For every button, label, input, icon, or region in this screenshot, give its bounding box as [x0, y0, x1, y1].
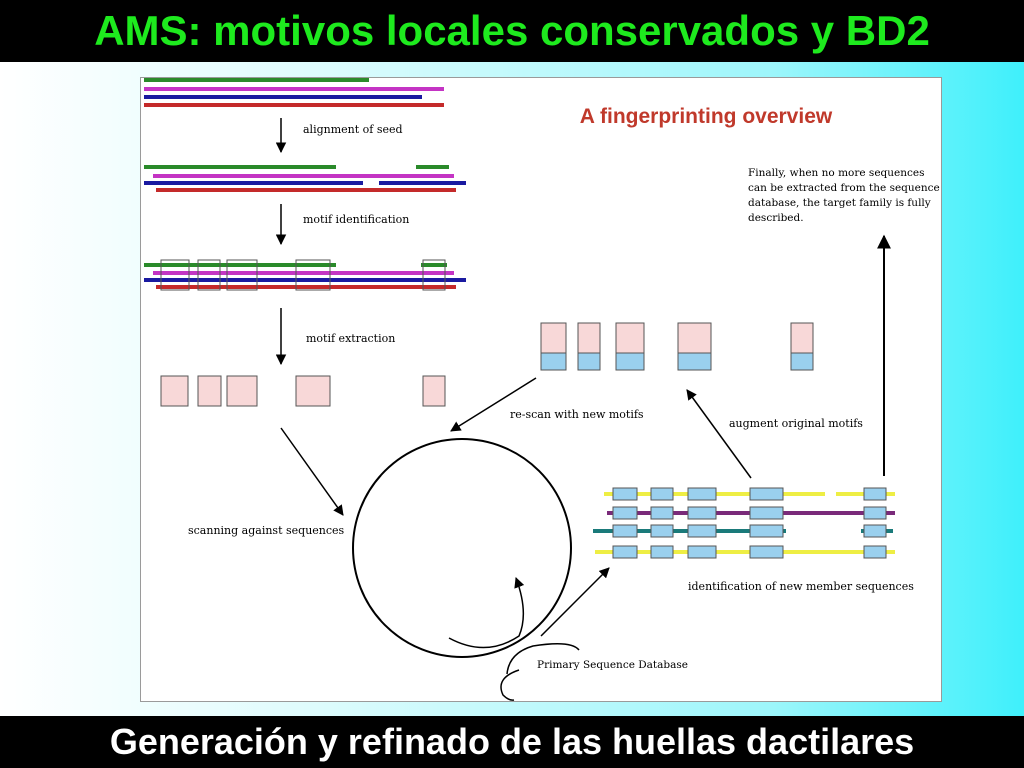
- identified-motif-box: [422, 259, 446, 291]
- member-motif: [687, 506, 717, 520]
- finally-note: Finally, when no more sequences can be e…: [748, 167, 940, 224]
- identified-motif-box: [160, 259, 190, 291]
- member-motif: [863, 545, 887, 559]
- identified-motif-box: [197, 259, 221, 291]
- seed-sequences: [144, 78, 444, 107]
- aligned-sequences: [144, 165, 466, 192]
- member-motif: [749, 545, 784, 559]
- member-motif: [749, 487, 784, 501]
- finally-line: Finally, when no more sequences: [748, 167, 924, 179]
- new-member-sequences: [593, 487, 895, 559]
- augmented-motif-new: [577, 352, 601, 371]
- member-motif: [687, 545, 717, 559]
- member-motif: [612, 524, 638, 538]
- augmented-motifs: [540, 322, 814, 371]
- scanning-arrow: [280, 427, 344, 516]
- motif-extraction-label: motif extraction: [306, 332, 395, 345]
- inner-curved-arrow: [448, 577, 525, 649]
- member-motif: [612, 487, 638, 501]
- motif-identification-label: motif identification: [303, 213, 409, 226]
- augmented-motif-new: [790, 352, 814, 371]
- identification-label: identification of new member sequences: [688, 580, 914, 593]
- extracted-motif: [197, 375, 222, 407]
- augmented-motif-original: [577, 322, 601, 354]
- member-motif: [650, 506, 674, 520]
- identified-motif-block: [144, 259, 466, 291]
- identified-motif-box: [226, 259, 258, 291]
- augmented-motif-original: [615, 322, 645, 354]
- member-motif: [863, 524, 887, 538]
- member-motif: [687, 524, 717, 538]
- rescan-arrow: [450, 377, 537, 432]
- finally-line: database, the target family is fully: [748, 197, 931, 209]
- database-loop-curve: [500, 669, 520, 701]
- identified-motif-box: [295, 259, 331, 291]
- member-motif: [612, 506, 638, 520]
- fingerprinting-diagram: A fingerprinting overview alignment of s…: [144, 78, 940, 701]
- member-motif: [612, 545, 638, 559]
- extracted-motifs: [160, 375, 446, 407]
- member-motif: [863, 506, 887, 520]
- member-motif: [650, 524, 674, 538]
- database-label: Primary Sequence Database: [537, 659, 688, 671]
- database-cycle-circle: [352, 438, 572, 658]
- member-motif: [687, 487, 717, 501]
- member-motif: [650, 487, 674, 501]
- finally-line: can be extracted from the sequence: [748, 182, 940, 194]
- fingerprinting-figure: A fingerprinting overview alignment of s…: [140, 77, 942, 702]
- alignment-label: alignment of seed: [303, 123, 403, 136]
- member-motif: [863, 487, 887, 501]
- identification-arrow: [540, 567, 610, 637]
- rescan-label: re-scan with new motifs: [510, 408, 644, 421]
- extracted-motif: [160, 375, 189, 407]
- extracted-motif: [295, 375, 331, 407]
- augmented-motif-new: [540, 352, 567, 371]
- database-curve: [506, 643, 580, 675]
- augment-label: augment original motifs: [729, 417, 863, 430]
- member-motif: [749, 506, 784, 520]
- member-motif: [650, 545, 674, 559]
- finally-line: described.: [748, 212, 804, 224]
- augmented-motif-new: [615, 352, 645, 371]
- augmented-motif-original: [677, 322, 712, 354]
- augmented-motif-new: [677, 352, 712, 371]
- augmented-motif-original: [790, 322, 814, 354]
- extracted-motif: [226, 375, 258, 407]
- member-motif: [749, 524, 784, 538]
- extracted-motif: [422, 375, 446, 407]
- augmented-motif-original: [540, 322, 567, 354]
- slide-title: AMS: motivos locales conservados y BD2: [94, 7, 930, 54]
- augment-arrow: [686, 389, 752, 479]
- scanning-label: scanning against sequences: [188, 524, 345, 537]
- slide-footer: Generación y refinado de las huellas dac…: [109, 721, 915, 762]
- figure-heading: A fingerprinting overview: [580, 105, 833, 128]
